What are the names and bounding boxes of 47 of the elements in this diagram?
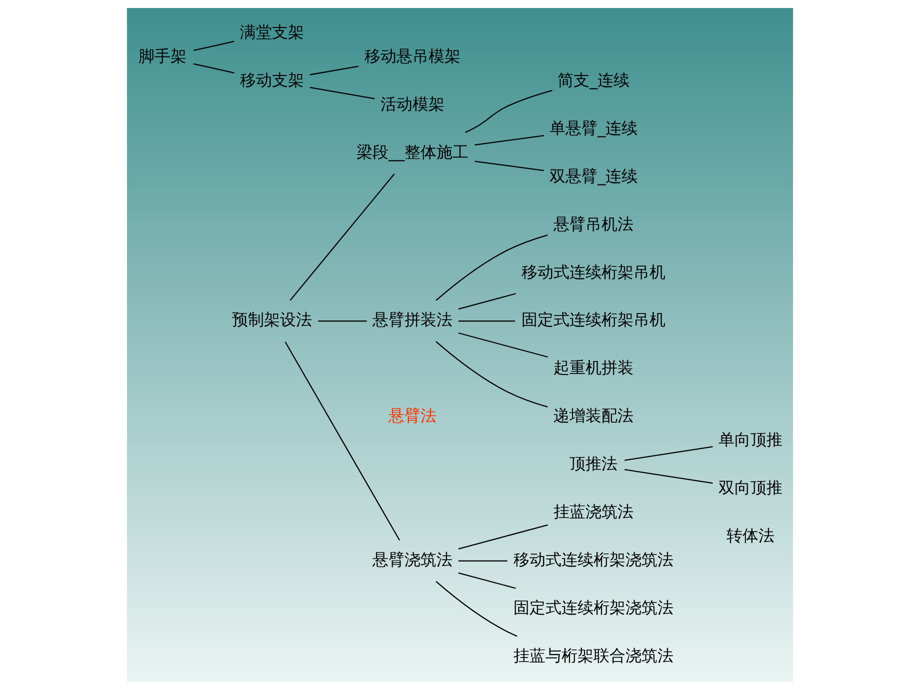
connector bbox=[465, 90, 552, 133]
connector bbox=[474, 160, 544, 172]
node-text: 顶推法 bbox=[570, 454, 618, 474]
connector bbox=[458, 293, 516, 310]
node-text: 移动式连续桁架浇筑法 bbox=[514, 550, 674, 570]
node-text: 固定式连续桁架浇筑法 bbox=[514, 598, 674, 618]
node-text: 悬臂法 bbox=[388, 406, 437, 426]
node-text: 简支_连续 bbox=[558, 70, 630, 90]
node-text: 双向顶推 bbox=[718, 478, 783, 498]
node-text: 固定式连续桁架吊机 bbox=[522, 310, 666, 330]
node-text: 移动式连续桁架吊机 bbox=[522, 262, 666, 282]
connector bbox=[290, 173, 395, 301]
node-text: 移动支架 bbox=[240, 70, 304, 90]
node-text: 脚手架 bbox=[138, 46, 186, 66]
node-text: 递增装配法 bbox=[554, 406, 634, 426]
node-text: 满堂支架 bbox=[240, 22, 304, 42]
node-text: 双悬臂_连续 bbox=[550, 166, 638, 186]
connector bbox=[624, 446, 713, 461]
connector bbox=[318, 320, 367, 322]
node-text: 悬臂吊机法 bbox=[554, 214, 634, 234]
node-text: 起重机拼装 bbox=[554, 358, 634, 378]
node-text: 单向顶推 bbox=[718, 430, 783, 450]
node-text: 单悬臂_连续 bbox=[550, 118, 638, 138]
connector bbox=[193, 63, 234, 74]
connector bbox=[458, 572, 516, 589]
connector bbox=[624, 469, 713, 484]
node-text: 挂蓝浇筑法 bbox=[554, 502, 634, 522]
connector bbox=[310, 66, 359, 76]
node-text: 悬臂浇筑法 bbox=[372, 550, 453, 570]
node-text: 悬臂拼装法 bbox=[372, 310, 453, 330]
connector bbox=[474, 135, 544, 146]
connector bbox=[458, 320, 516, 322]
connector bbox=[436, 341, 548, 408]
connector bbox=[436, 234, 548, 301]
node-text: 移动悬吊模架 bbox=[364, 46, 461, 66]
connector bbox=[458, 524, 548, 550]
connector bbox=[458, 332, 548, 358]
node-text: 转体法 bbox=[726, 526, 775, 546]
node-text: 预制架设法 bbox=[232, 310, 312, 330]
node-text: 活动模架 bbox=[380, 94, 445, 114]
connector bbox=[458, 560, 508, 562]
connector bbox=[310, 86, 375, 100]
connector bbox=[284, 342, 400, 541]
connector bbox=[436, 581, 518, 637]
connector bbox=[193, 40, 234, 51]
node-text: 挂蓝与桁架联合浇筑法 bbox=[514, 646, 674, 666]
node-text: 梁段__整体施工 bbox=[356, 142, 469, 162]
